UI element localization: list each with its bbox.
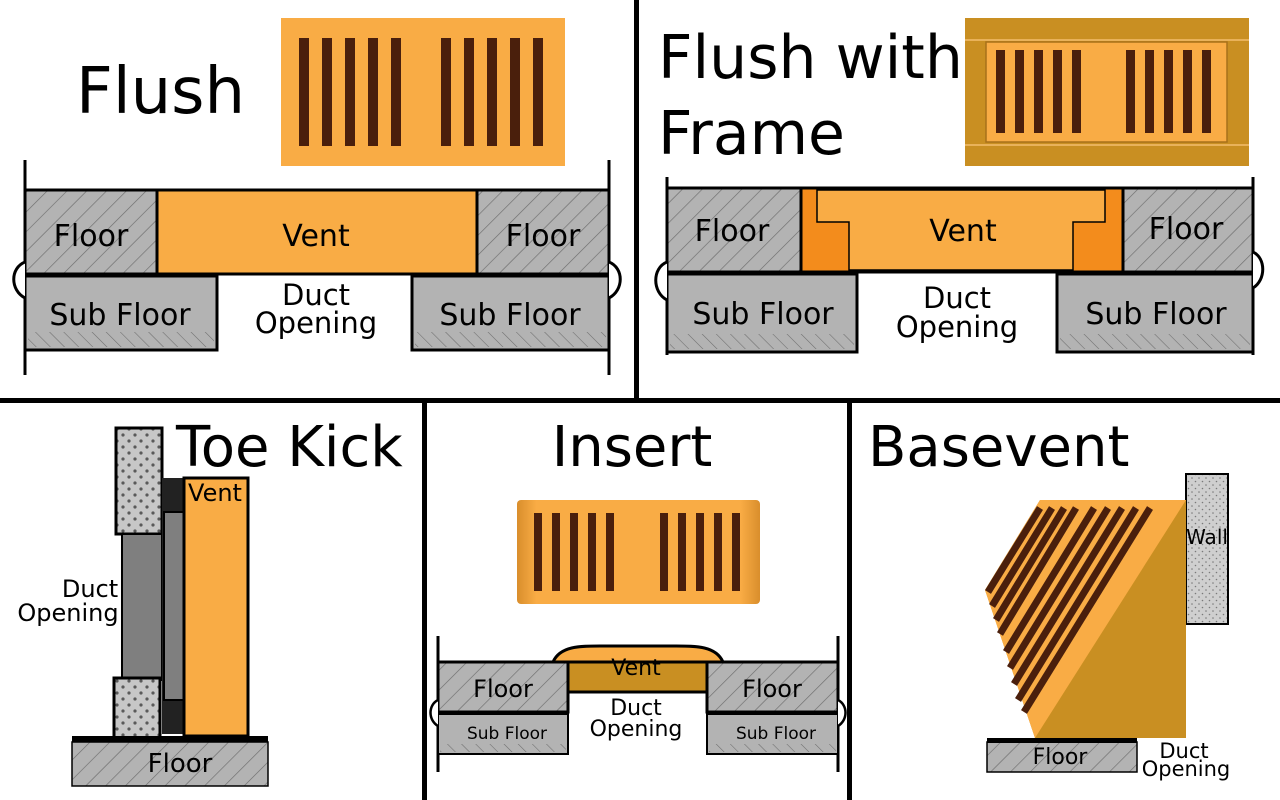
vent-label: Vent (929, 214, 997, 249)
duct-label-line1: Duct (282, 278, 350, 312)
vent-slots (534, 513, 740, 591)
floor-left-label: Floor (695, 214, 770, 249)
vent-label: Vent (188, 479, 242, 507)
toe-kick-cross-section: Vent Duct Opening Floor (17, 426, 269, 787)
insert-title: Insert (552, 415, 713, 480)
insert-cross-section: Vent Floor Floor Sub Floor Sub Floor Duc… (429, 636, 847, 772)
floor-right-label: Floor (1149, 212, 1224, 247)
floor-left (23, 188, 159, 276)
floor-right-label: Floor (506, 219, 581, 254)
floor-right (475, 188, 611, 276)
floor-left-label: Floor (473, 675, 533, 703)
panel-insert: Insert (429, 415, 847, 772)
floor-right-label: Floor (742, 675, 802, 703)
duct-opening (121, 533, 163, 681)
duct-label-line2: Opening (1142, 757, 1231, 781)
insert-vent-top-view (517, 500, 760, 604)
duct-label-line1: Duct (610, 696, 662, 721)
flush-title: Flush (76, 55, 245, 129)
cabinet-lower-block (112, 676, 162, 740)
floor-left (665, 186, 803, 274)
panel-basevent: Basevent Wall Floor Duct Opening (868, 415, 1230, 781)
floor-left-label: Floor (54, 219, 129, 254)
vent-body (182, 476, 250, 738)
flush-frame-title-line1: Flush with (658, 23, 963, 93)
subfloor-left-label: Sub Floor (467, 724, 547, 744)
floor-label: Floor (148, 749, 213, 779)
panel-toe-kick: Toe Kick Vent Duct Opening Floor (17, 415, 403, 787)
basevent-cross-section: Wall Floor Duct Opening (985, 473, 1231, 781)
floor-right (705, 660, 840, 714)
cabinet-upper-block (114, 426, 164, 536)
vent-slots (985, 506, 1153, 714)
vent-slots (996, 50, 1211, 133)
subfloor-right-label: Sub Floor (439, 298, 581, 333)
vent-insert-body (566, 660, 709, 694)
flush-vent-top-view (281, 18, 565, 166)
toe-kick-title: Toe Kick (175, 415, 403, 480)
duct-label-line1: Duct (923, 281, 991, 315)
subfloor-left-label: Sub Floor (692, 297, 834, 332)
flush-frame-cross-section: Floor Vent Floor Sub Floor Sub Floor Duc… (654, 177, 1265, 355)
floor (71, 741, 269, 787)
floor-top-edge (987, 738, 1137, 743)
wall (1185, 473, 1229, 625)
panel-flush-with-frame: Flush with Frame (654, 18, 1265, 355)
duct-label-line2: Opening (590, 717, 683, 742)
floor-right (1121, 186, 1255, 274)
vent-label: Vent (282, 219, 350, 254)
floor-label: Floor (1033, 745, 1089, 770)
vent-body (816, 189, 1106, 271)
panel-flush: Flush (12, 18, 622, 375)
flush-frame-title-line2: Frame (658, 99, 845, 169)
duct-label-line2: Opening (896, 310, 1018, 344)
flush-cross-section: Floor Vent Floor Sub Floor Sub Floor Duc… (12, 160, 622, 375)
floor-base (72, 736, 268, 742)
subfloor-right-label: Sub Floor (1085, 297, 1227, 332)
duct-label-line2: Opening (17, 599, 118, 627)
wall-label: Wall (1186, 525, 1228, 549)
floor (986, 741, 1138, 773)
vent-flange (550, 644, 726, 664)
vent-label: Vent (611, 656, 661, 681)
duct-label-line1: Duct (1159, 739, 1208, 763)
basevent-title: Basevent (868, 415, 1129, 480)
subfloor-left-label: Sub Floor (49, 298, 191, 333)
duct-label-line2: Opening (255, 306, 377, 340)
flush-frame-vent-top-view (965, 18, 1249, 166)
subfloor-right-label: Sub Floor (736, 724, 816, 744)
vent-slots (299, 38, 543, 146)
duct-label-line1: Duct (62, 575, 118, 603)
